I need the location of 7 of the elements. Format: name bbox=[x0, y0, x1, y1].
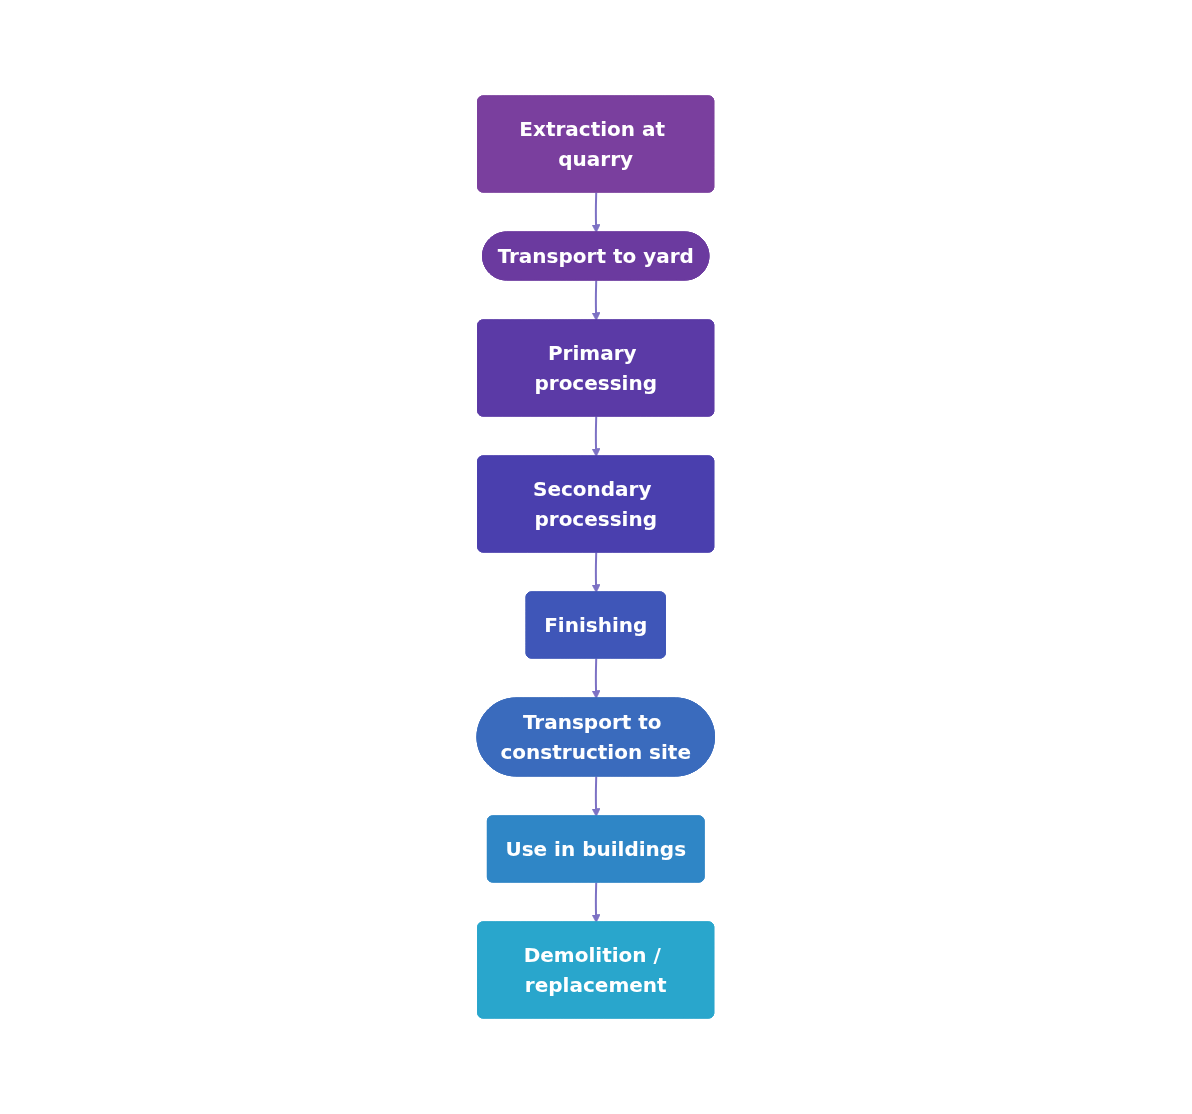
arrow bbox=[591, 657, 601, 699]
arrow bbox=[591, 279, 601, 321]
arrow bbox=[591, 775, 601, 817]
arrow bbox=[591, 881, 601, 923]
arrow bbox=[591, 551, 601, 593]
arrow bbox=[591, 415, 601, 457]
arrow bbox=[591, 191, 601, 233]
